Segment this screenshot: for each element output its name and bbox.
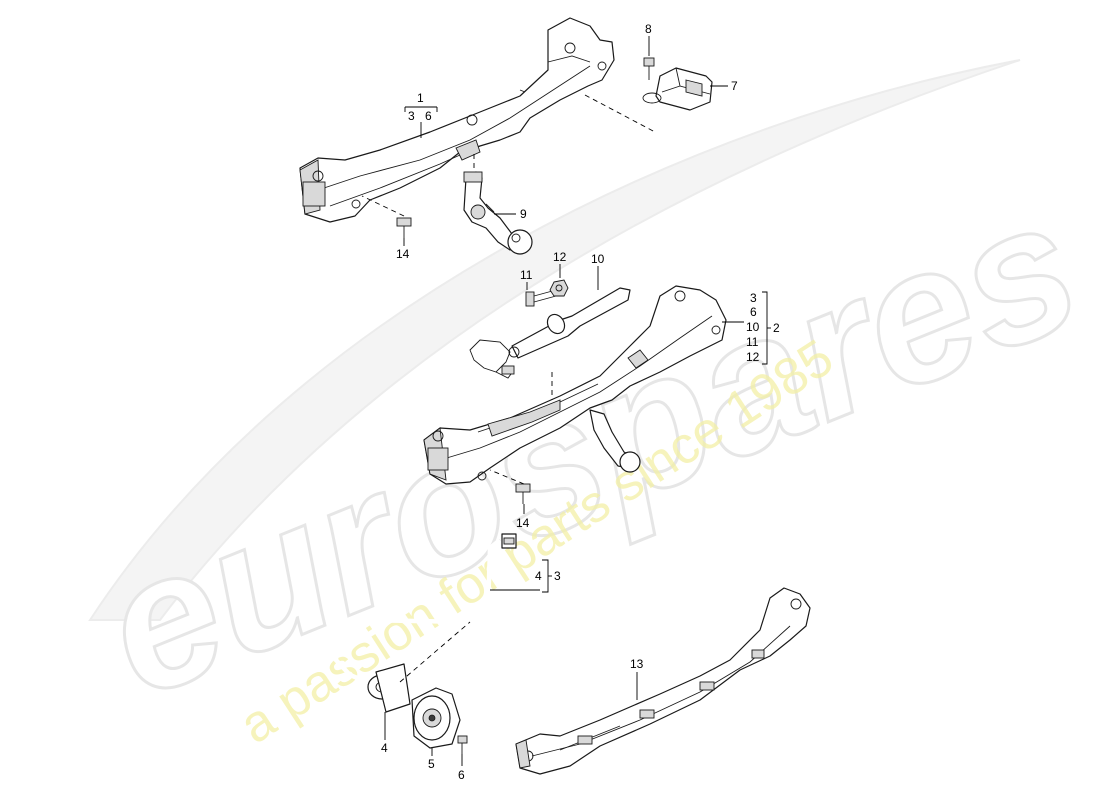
callout-1-sub-6: 6 [425,109,432,123]
callout-3-sub-4: 4 [535,569,542,583]
callout-9: 9 [520,207,527,221]
callout-10: 10 [591,252,605,266]
callout-2-item-1: 3 [750,291,757,305]
callout-6: 6 [458,768,465,782]
callout-5: 5 [428,757,435,771]
callout-2-item-2: 6 [750,305,757,319]
callout-8: 8 [645,22,652,36]
callout-2-item-3: 10 [746,320,760,334]
callout-1-sub-3: 3 [408,109,415,123]
watermark-swoosh [88,59,1021,621]
callout-2-item-5: 12 [746,350,760,364]
callout-2: 2 [773,321,780,335]
actuator-bracket [469,339,515,379]
part-9-ball-neck [463,171,533,255]
callout-7: 7 [731,79,738,93]
part-13-bumper-bracket [515,587,811,775]
callout-12: 12 [553,250,567,264]
callout-11: 11 [520,268,533,282]
part-7-control-unit [642,67,713,111]
part-8-bolt [643,57,655,80]
callout-13: 13 [630,657,644,671]
callout-1: 1 [417,91,424,105]
dashed-line-bolt-mid [489,469,525,485]
callout-14-mid: 14 [516,516,530,530]
dashed-line-harness [399,621,471,683]
callout-2-item-4: 11 [746,335,759,349]
callout-4: 4 [381,741,388,755]
part-5-trailer-socket [411,687,461,749]
part-2-towbar-assembly [423,285,727,485]
part-1-crossmember-upper [299,17,615,223]
part-12-nut [549,279,569,297]
dashed-line-control-unit [584,94,656,133]
part-6-screw [457,735,468,754]
part-10-actuator [508,287,631,359]
part-14-bolt-top [396,217,412,238]
callout-14-top: 14 [396,247,410,261]
part-4-wiring-harness [333,533,517,713]
dashed-line-bolt-top [361,195,405,217]
callout-3: 3 [554,569,561,583]
